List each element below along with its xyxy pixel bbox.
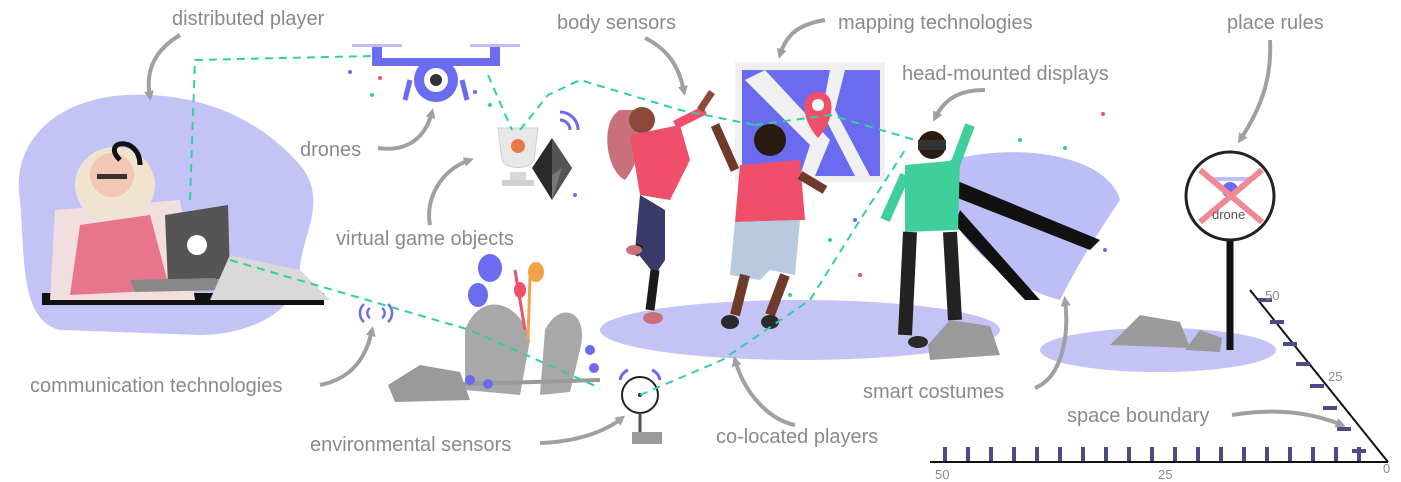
arrow-communication [319, 326, 376, 387]
jumping-woman-illustration [607, 90, 715, 324]
label-communication-technologies: communication technologies [30, 375, 283, 397]
distributed-player-illustration [18, 94, 330, 335]
arrow-distributed-player [143, 33, 182, 101]
arrow-hmd [933, 88, 986, 122]
arrow-co-located [731, 356, 796, 427]
hmd-player-illustration [880, 123, 1120, 348]
h-tick-25: 25 [1158, 467, 1173, 482]
arrow-body-sensors [644, 36, 688, 96]
label-body-sensors: body sensors [557, 12, 676, 34]
decorative-dots [348, 70, 1107, 297]
horizontal-axis-ticks [943, 447, 1361, 461]
arrow-environmental [539, 415, 626, 445]
sign-drone-text: drone [1212, 207, 1246, 222]
d-tick-50: 50 [1265, 288, 1280, 303]
h-tick-50: 50 [935, 467, 950, 482]
label-environmental-sensors: environmental sensors [310, 434, 512, 456]
no-drone-sign [1184, 150, 1276, 350]
virtual-objects-illustration [497, 110, 580, 200]
arrow-virtual-objects [427, 157, 474, 226]
wireless-signal-icon [358, 303, 394, 323]
label-mapping-technologies: mapping technologies [838, 12, 1033, 34]
rocks [388, 304, 1222, 402]
arrow-place-rules [1237, 39, 1273, 144]
diagonal-axis-ticks [1258, 298, 1366, 453]
communication-links [189, 55, 916, 396]
label-space-boundary: space boundary [1067, 405, 1210, 427]
drone-illustration [352, 44, 520, 102]
h-tick-0: 0 [1383, 461, 1391, 476]
plants-illustration [465, 254, 599, 389]
label-smart-costumes: smart costumes [863, 381, 1005, 403]
arrow-mapping [776, 18, 826, 59]
callout-arrows [143, 18, 1346, 445]
label-virtual-game-objects: virtual game objects [336, 228, 514, 250]
arrow-space-boundary [1231, 409, 1346, 428]
arrow-drones [377, 108, 436, 151]
environmental-sensor-illustration [618, 368, 662, 444]
arrow-smart-costumes [1034, 296, 1071, 390]
label-co-located-players: co-located players [716, 426, 879, 448]
man-illustration [710, 123, 828, 329]
label-head-mounted-displays: head-mounted displays [902, 63, 1109, 85]
space-boundary-axes [930, 289, 1389, 463]
label-place-rules: place rules [1227, 12, 1324, 34]
label-distributed-player: distributed player [172, 8, 325, 30]
label-drones: drones [300, 139, 362, 161]
map-illustration [735, 62, 885, 182]
d-tick-25: 25 [1328, 369, 1343, 384]
